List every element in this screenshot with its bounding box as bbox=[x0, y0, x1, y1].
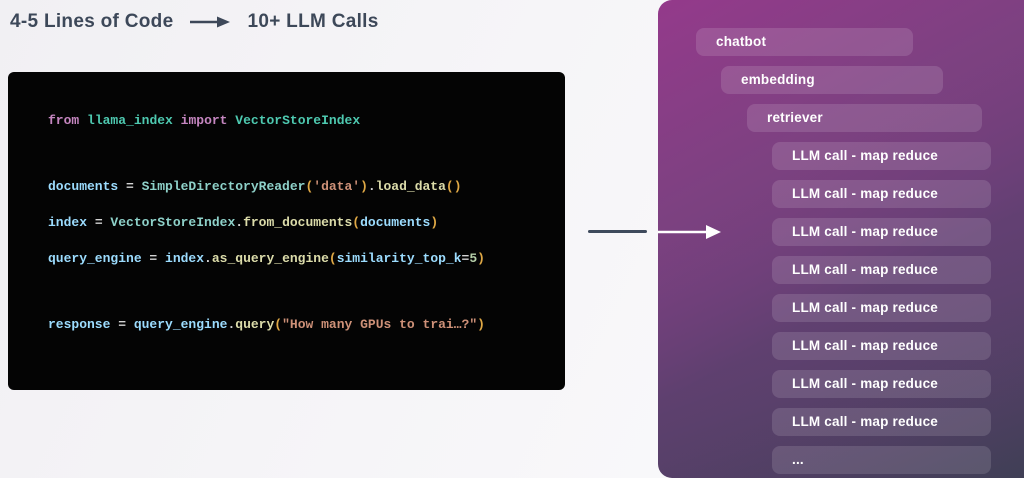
code-token: ) bbox=[430, 215, 439, 230]
code-token: index bbox=[165, 251, 205, 266]
code-line bbox=[48, 139, 555, 169]
code-token: ( bbox=[305, 179, 314, 194]
code-token: 5 bbox=[469, 251, 478, 266]
title-left-label: 4-5 Lines of Code bbox=[10, 11, 174, 32]
code-token: = bbox=[141, 251, 166, 266]
code-token: = bbox=[461, 251, 470, 266]
code-token: ) bbox=[477, 251, 485, 266]
arrow-right-icon bbox=[189, 15, 231, 29]
code-token: . bbox=[227, 317, 236, 332]
pipeline-box-llm-call-7: LLM call - map reduce bbox=[772, 370, 991, 398]
code-token: VectorStoreIndex bbox=[235, 113, 361, 128]
pipeline-box-llm-call-8: LLM call - map reduce bbox=[772, 408, 991, 436]
slide-title: 4-5 Lines of Code 10+ LLM Calls bbox=[10, 8, 379, 36]
code-token: documents bbox=[48, 179, 119, 194]
code-token: query_engine bbox=[48, 251, 142, 266]
code-token: . bbox=[235, 215, 244, 230]
code-token: from bbox=[48, 113, 80, 128]
flow-arrow-dark-segment bbox=[588, 230, 647, 233]
code-token: documents bbox=[360, 215, 431, 230]
code-token: ) bbox=[360, 179, 368, 194]
pipeline-box-embedding: embedding bbox=[721, 66, 943, 94]
code-token: load_data bbox=[375, 179, 446, 194]
pipeline-box-llm-call-1: LLM call - map reduce bbox=[772, 142, 991, 170]
pipeline-box-llm-call-2: LLM call - map reduce bbox=[772, 180, 991, 208]
code-token: ( bbox=[274, 317, 283, 332]
code-token: index bbox=[48, 215, 88, 230]
code-token: "How many GPUs to trai…?" bbox=[282, 317, 478, 332]
code-token bbox=[173, 113, 181, 128]
code-token: similarity_top_k bbox=[336, 251, 462, 266]
code-token: query_engine bbox=[133, 317, 228, 332]
code-token: SimpleDirectoryReader bbox=[141, 179, 306, 194]
code-token: llama_index bbox=[87, 113, 173, 128]
pipeline-box-llm-call-4: LLM call - map reduce bbox=[772, 256, 991, 284]
pipeline-box-more: ... bbox=[772, 446, 991, 474]
code-token: . bbox=[204, 251, 212, 266]
code-lines: from llama_index import VectorStoreIndex… bbox=[48, 103, 555, 343]
pipeline-box-llm-call-3: LLM call - map reduce bbox=[772, 218, 991, 246]
code-token: response bbox=[48, 317, 111, 332]
code-token: from_documents bbox=[243, 215, 353, 230]
code-line: query_engine = index.as_query_engine(sim… bbox=[48, 241, 555, 277]
code-token: ) bbox=[477, 317, 485, 332]
code-token: import bbox=[180, 113, 228, 128]
pipeline-box-llm-call-5: LLM call - map reduce bbox=[772, 294, 991, 322]
code-token: = bbox=[110, 317, 134, 332]
code-token: 'data' bbox=[313, 179, 361, 194]
code-token: = bbox=[118, 179, 142, 194]
code-token: query bbox=[235, 317, 275, 332]
pipeline-box-llm-call-6: LLM call - map reduce bbox=[772, 332, 991, 360]
code-line: index = VectorStoreIndex.from_documents(… bbox=[48, 205, 555, 241]
code-line: response = query_engine.query("How many … bbox=[48, 307, 555, 343]
pipeline-box-chatbot: chatbot bbox=[696, 28, 913, 56]
pipeline-box-retriever: retriever bbox=[747, 104, 982, 132]
code-token: VectorStoreIndex bbox=[110, 215, 236, 230]
flow-arrow-white-icon bbox=[657, 223, 723, 246]
code-line bbox=[48, 277, 555, 307]
code-token: . bbox=[367, 179, 376, 194]
code-token: ( bbox=[352, 215, 361, 230]
title-right-label: 10+ LLM Calls bbox=[247, 11, 379, 32]
code-line: from llama_index import VectorStoreIndex bbox=[48, 103, 555, 139]
code-token bbox=[79, 113, 87, 128]
code-line: documents = SimpleDirectoryReader('data'… bbox=[48, 169, 555, 205]
code-token: ( bbox=[328, 251, 337, 266]
code-token: () bbox=[445, 179, 462, 194]
code-token: = bbox=[87, 215, 111, 230]
code-token: as_query_engine bbox=[211, 251, 329, 266]
code-block: from llama_index import VectorStoreIndex… bbox=[8, 72, 565, 390]
